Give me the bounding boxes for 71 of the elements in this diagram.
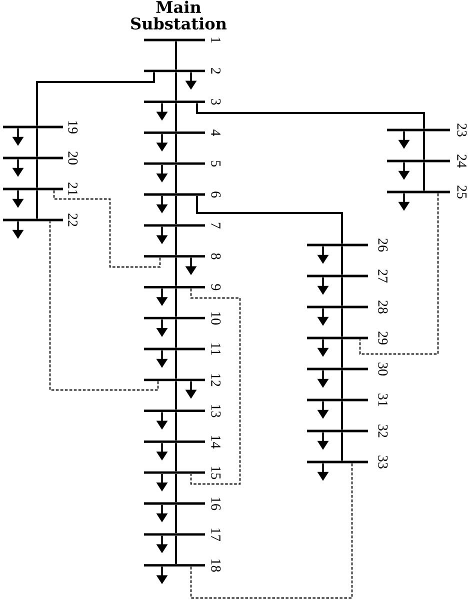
feeder-line [175,165,177,194]
substation-label: Main Substation [131,0,227,30]
bus-number: 18 [211,560,221,572]
feeder-line [175,381,177,410]
bus-number: 9 [211,284,221,290]
feeder-line [175,536,177,564]
bus-number: 32 [378,424,388,438]
bus-number: 33 [378,456,388,468]
bus-number: 4 [211,129,220,136]
bus-number: 22 [68,214,78,226]
bus-number: 12 [211,374,220,386]
bus-number: 17 [211,528,220,541]
bus-number: 5 [211,160,221,167]
bus-number: 16 [211,498,221,510]
feeder-line [175,226,177,255]
feeder-line [423,131,425,160]
feeder-line [36,190,38,219]
bus-number: 19 [68,121,78,134]
bus-number: 10 [211,312,221,325]
bus-number: 23 [457,124,467,136]
bus-number: 14 [211,436,220,448]
bus-number: 21 [68,182,78,196]
bus-number: 8 [211,253,221,260]
feeder-line [341,339,343,368]
bus-number: 26 [378,238,388,252]
feeder-line [175,474,177,502]
feeder-line [175,196,177,224]
tie-line [49,221,159,391]
tie-line [359,193,439,355]
bus-number: 30 [378,362,388,376]
tie-line [190,288,241,485]
bus-number: 28 [378,300,388,314]
feeder-line [175,134,177,162]
bus-number: 20 [68,152,78,164]
bus-number: 11 [211,343,220,355]
feeder-line [341,308,343,337]
bus-number: 31 [378,394,388,406]
feeder-line [341,246,343,275]
bus-number: 6 [211,192,221,198]
bus-number: 2 [211,68,220,74]
feeder-line [36,72,155,126]
feeder-line [175,320,177,348]
feeder-line [196,103,425,129]
bus-number: 3 [211,98,221,105]
feeder-line [341,277,343,306]
feeder-line [341,432,343,461]
bus-number: 15 [211,466,221,480]
bus-number: 24 [457,154,466,168]
feeder-line [175,412,177,440]
feeder-line [36,128,38,157]
feeder-line [175,443,177,472]
bus-number: 27 [378,270,388,283]
bus-number: 29 [378,332,388,344]
tie-line [190,463,353,599]
feeder-line [175,103,177,132]
feeder-line [196,196,343,244]
bus-number: 7 [211,222,220,228]
feeder-line [175,41,177,70]
feeder-line [175,504,177,533]
tie-line [53,190,161,268]
bus-number: 13 [211,405,221,418]
bus-number: 1 [211,38,220,43]
feeder-line [175,350,177,378]
feeder-line [175,288,177,317]
feeder-line [423,162,425,191]
feeder-line [36,159,38,188]
feeder-line [175,72,177,100]
feeder-line [175,258,177,286]
feeder-line [341,401,343,430]
bus-number: 25 [457,186,467,198]
feeder-line [341,370,343,399]
